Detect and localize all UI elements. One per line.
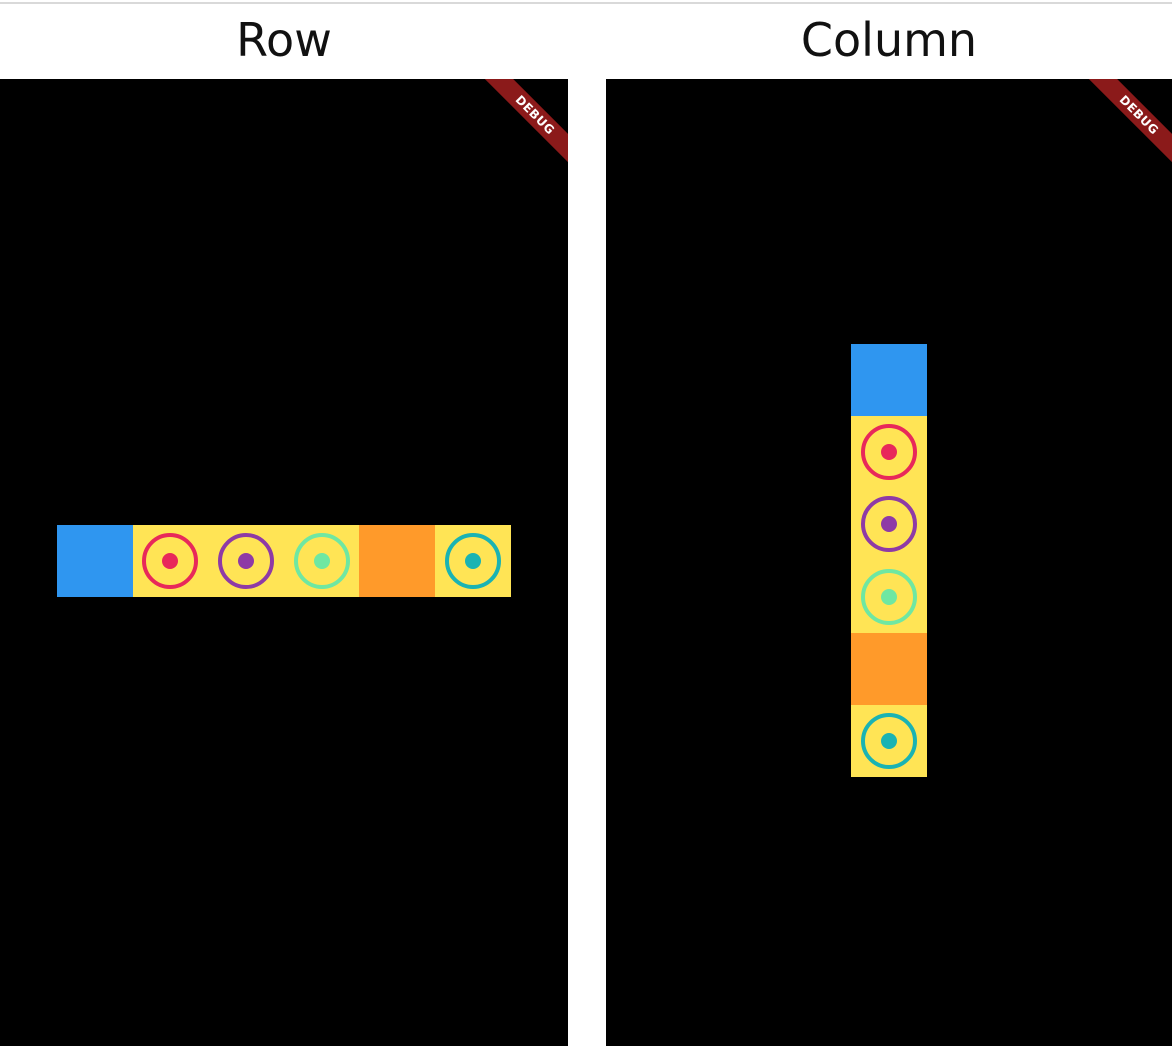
center-dot-icon (162, 553, 179, 569)
ring-tile (208, 525, 284, 597)
ring-tile (851, 488, 927, 561)
center-dot-icon (881, 516, 897, 533)
radio-ring-icon (142, 533, 199, 589)
solid-tile (851, 632, 927, 705)
ring-tile (851, 416, 927, 489)
ring-tile (132, 525, 209, 597)
center-dot-icon (881, 733, 897, 750)
debug-banner: DEBUG (481, 79, 568, 169)
radio-ring-icon (293, 533, 350, 589)
solid-tile (57, 525, 133, 597)
ring-tile (283, 525, 360, 597)
radio-ring-icon (444, 533, 501, 589)
solid-tile (851, 344, 927, 417)
center-dot-icon (464, 553, 481, 569)
row-container (57, 525, 511, 597)
top-divider (0, 2, 1172, 4)
column-device-screen: DEBUG (606, 79, 1172, 1046)
radio-ring-icon (861, 424, 917, 481)
radio-ring-icon (861, 568, 917, 625)
row-device-screen: DEBUG (0, 79, 568, 1046)
ring-tile (851, 560, 927, 633)
radio-ring-icon (861, 496, 917, 553)
radio-ring-icon (861, 713, 917, 770)
solid-tile (359, 525, 435, 597)
ring-tile (851, 704, 927, 778)
center-dot-icon (881, 444, 897, 461)
radio-ring-icon (217, 533, 274, 589)
ring-tile (434, 525, 511, 597)
center-dot-icon (313, 553, 330, 569)
row-panel-title: Row (236, 13, 332, 67)
column-container (851, 344, 927, 778)
column-panel-title: Column (800, 13, 978, 67)
debug-banner: DEBUG (1085, 79, 1172, 169)
center-dot-icon (881, 588, 897, 605)
center-dot-icon (237, 553, 254, 569)
